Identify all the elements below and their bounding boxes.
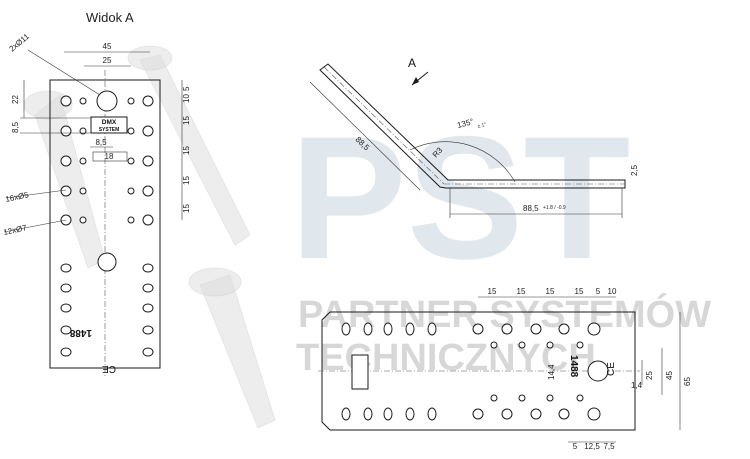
screw-illustration-3 — [188, 267, 276, 429]
logo-line-2: SYSTEM — [99, 127, 120, 133]
front-plate-outline — [49, 79, 161, 369]
dim-right-15-2: 15 — [182, 146, 191, 155]
dim-right-15-4: 15 — [182, 204, 191, 213]
bottom-dim-3: 7,5 — [603, 442, 615, 451]
bottom-dim-2: 12,5 — [584, 442, 600, 451]
top-dim-3: 15 — [546, 287, 555, 296]
dmx-logo — [90, 116, 128, 134]
logo-line-1: DMX — [102, 119, 117, 126]
right-dim-25: 25 — [645, 371, 654, 380]
watermark: PST PARTNER SYSTEMÓW TECHNICZNYCH — [290, 101, 711, 379]
dim-1-4: 1,4 — [631, 381, 643, 390]
dim-right-15-1: 15 — [182, 116, 191, 125]
profile-center-1 — [323, 66, 445, 185]
dim-18-box — [92, 151, 128, 162]
top-hole-pattern — [341, 322, 609, 421]
large-hole-2 — [97, 252, 117, 272]
dim-8-5-center: 8,5 — [95, 138, 107, 147]
leg-2-tol: +1.8 / -0.9 — [543, 205, 566, 211]
angle-label: 135° — [456, 117, 474, 130]
watermark-letters: PST — [290, 101, 630, 296]
callout-2x11: 2xØ11 — [8, 32, 32, 54]
view-arrow-label: A — [408, 56, 416, 70]
right-dim-45: 45 — [665, 371, 674, 380]
top-ce-mark: CE — [606, 362, 617, 376]
top-dim-5: 5 — [596, 287, 601, 296]
dim-22: 22 — [11, 95, 20, 104]
callout-12x7: 12xØ7 — [3, 223, 28, 237]
angle-arc — [409, 141, 516, 183]
bottom-dim-1: 5 — [573, 442, 578, 451]
front-view: DMX SYSTEM 1488 CE 45 25 22 8,5 8,5 18 5… — [3, 32, 191, 378]
top-dim-2: 15 — [517, 287, 526, 296]
top-dmx-logo — [351, 354, 369, 390]
dim-right-15-3: 15 — [182, 176, 191, 185]
large-hole-1 — [96, 90, 118, 112]
dim-18: 18 — [105, 152, 114, 161]
dim-right-5: 5 — [182, 86, 191, 91]
thickness-label: 2,5 — [630, 164, 639, 176]
front-part-marking: 1488 — [69, 327, 92, 338]
watermark-sub-2: TECHNICZNYCH — [296, 337, 596, 379]
dim-8-5-left: 8,5 — [11, 121, 20, 133]
view-title: Widok A — [86, 10, 134, 25]
top-part-marking: 1488 — [568, 355, 579, 378]
dim-14-4: 14,4 — [547, 364, 556, 380]
top-view: 1488 CE 15 15 15 15 5 10 5 12,5 7,5 25 4… — [318, 287, 692, 451]
right-dim-65: 65 — [683, 377, 692, 386]
top-dim-6: 10 — [608, 287, 617, 296]
top-plate-outline — [321, 311, 636, 431]
top-dim-4: 15 — [575, 287, 584, 296]
top-dim-1: 15 — [488, 287, 497, 296]
front-ce-mark: CE — [102, 363, 116, 374]
angle-tol: ± 1° — [477, 122, 487, 130]
side-view: A 135° ± 1° R3 88,5 88,5 +1.8 / -0.9 2,5 — [309, 56, 639, 218]
dim-right-10: 10 — [182, 94, 191, 103]
dim-45: 45 — [103, 42, 112, 51]
leg-2-length: 88,5 — [523, 204, 539, 213]
callout-16x5: 16xØ5 — [5, 190, 30, 204]
dim-25: 25 — [103, 56, 112, 65]
front-hole-pattern — [60, 95, 154, 357]
